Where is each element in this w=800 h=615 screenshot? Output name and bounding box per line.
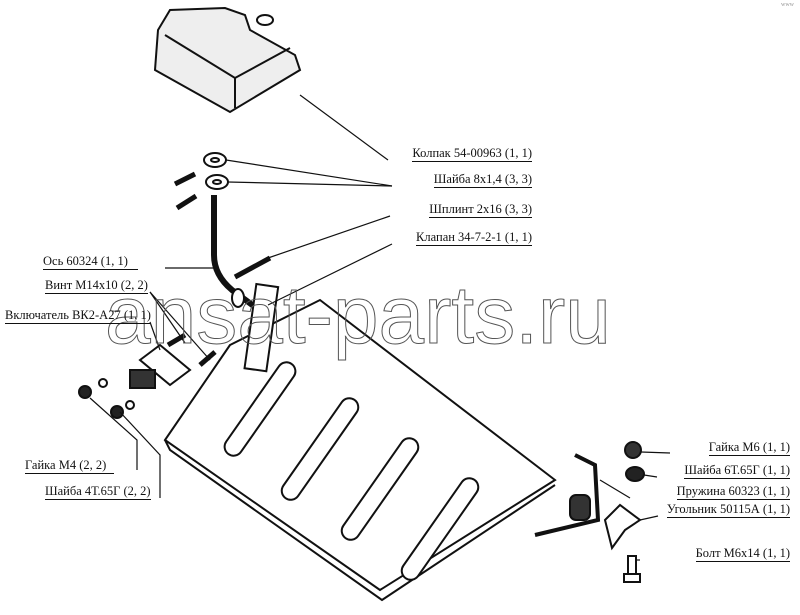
label-vint: Винт М14x10 (2, 2) — [45, 278, 148, 294]
label-klapan: Клапан 34-7-2-1 (1, 1) — [416, 230, 532, 246]
label-shaiba-6t: Шайба 6Т.65Г (1, 1) — [684, 463, 790, 479]
axle-part — [211, 195, 272, 321]
label-vkluchatel: Включатель ВК2-А27 (1, 1) — [5, 308, 151, 324]
label-pruzhina: Пружина 60323 (1, 1) — [676, 484, 790, 500]
switch-part — [129, 332, 217, 389]
label-shplint: Шплинт 2x16 (3, 3) — [429, 202, 532, 218]
label-ugolnik: Угольник 50115А (1, 1) — [666, 502, 790, 518]
watermark: ansat-parts.ru — [105, 270, 611, 361]
label-shaiba-8: Шайба 8x1,4 (3, 3) — [433, 172, 532, 188]
leader-lines — [89, 94, 671, 561]
label-gaika-m6: Гайка М6 (1, 1) — [708, 440, 790, 456]
label-os: Ось 60324 (1, 1) — [43, 254, 138, 270]
corner-mark: www — [781, 2, 794, 8]
label-gaika-m4: Гайка М4 (2, 2) — [25, 458, 115, 474]
cap-part — [153, 6, 302, 114]
label-bolt: Болт М6x14 (1, 1) — [695, 546, 790, 562]
label-kolpak: Колпак 54-00963 (1, 1) — [412, 146, 532, 162]
label-shaiba-4t: Шайба 4Т.65Г (2, 2) — [45, 484, 151, 500]
